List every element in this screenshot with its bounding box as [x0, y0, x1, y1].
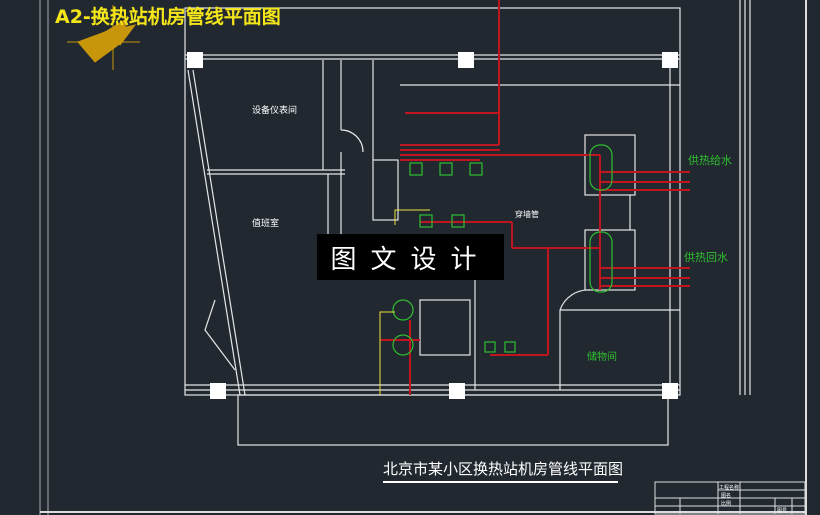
equipment	[392, 144, 613, 356]
yellow-lines	[379, 209, 430, 395]
room-label-duty: 值班室	[252, 217, 279, 229]
pipe-label: 穿墙管	[515, 209, 539, 219]
watermark: 图文设计	[317, 234, 504, 280]
building-walls	[184, 0, 751, 446]
pipe-network	[380, 0, 690, 395]
title-block	[654, 481, 806, 515]
room-label-instrument: 设备仪表间	[252, 104, 297, 116]
supply-water-label: 供热给水	[688, 153, 732, 167]
title-block-project: 工程名称	[719, 484, 739, 491]
title-block-drawing: 图名	[721, 492, 731, 499]
bottom-title: 北京市某小区换热站机房管线平面图	[383, 458, 623, 483]
title-block-sheet: 图号	[777, 508, 787, 514]
room-label-storage: 储物间	[587, 350, 617, 363]
title-block-scale: 比例	[721, 500, 731, 507]
return-water-label: 供热回水	[684, 250, 728, 264]
drawing-title: A2-换热站机房管线平面图	[55, 6, 281, 28]
building-columns	[187, 52, 678, 399]
compass-icon	[67, 5, 140, 70]
